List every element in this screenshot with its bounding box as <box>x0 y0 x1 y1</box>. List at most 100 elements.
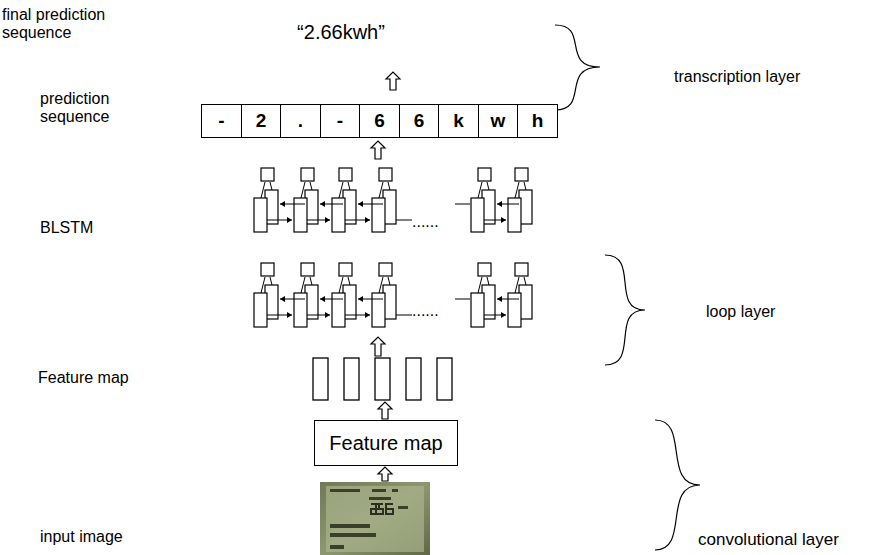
link <box>388 182 390 190</box>
label: transcription layer <box>674 68 874 86</box>
sequence-cell: 2 <box>241 104 282 138</box>
sequence-cell: w <box>478 104 519 138</box>
layer-braces <box>555 25 700 550</box>
up-arrow <box>378 467 392 481</box>
output-cell <box>301 263 314 276</box>
lstm-cell <box>372 293 385 327</box>
arrowhead <box>280 201 285 207</box>
sequence-cell: - <box>320 104 361 138</box>
lstm-cell <box>254 293 267 327</box>
lstm-cell <box>294 293 307 327</box>
link <box>301 182 305 198</box>
lstm-cell <box>332 293 345 327</box>
up-arrow <box>386 72 400 90</box>
output-cell <box>379 168 392 181</box>
output-cell <box>261 263 274 276</box>
lstm-cell <box>254 198 267 232</box>
link <box>487 277 489 285</box>
output-cell <box>379 263 392 276</box>
arrowhead <box>365 312 370 318</box>
arrowhead <box>287 312 292 318</box>
arrowhead <box>320 201 325 207</box>
arrowhead <box>325 312 330 318</box>
lstm-cell <box>508 293 521 327</box>
sequence-cell: h <box>517 104 558 138</box>
arrowhead <box>320 296 325 302</box>
node-text: k <box>453 110 464 132</box>
output-cell <box>261 168 274 181</box>
link <box>379 277 383 293</box>
lstm-cell <box>332 198 345 232</box>
link <box>515 277 519 293</box>
output-cell <box>478 263 491 276</box>
link <box>301 277 305 293</box>
link <box>270 277 272 285</box>
arrowhead <box>287 217 292 223</box>
link <box>379 182 383 198</box>
sequence-cell: 6 <box>359 104 400 138</box>
output-cell <box>478 168 491 181</box>
arrowhead <box>325 217 330 223</box>
node-text: Feature map <box>329 432 442 455</box>
arrowhead <box>280 296 285 302</box>
sequence-cell: - <box>201 104 242 138</box>
link <box>348 182 350 190</box>
arrowhead <box>358 296 363 302</box>
link <box>310 182 312 190</box>
feature-map-box: Feature map <box>314 420 458 466</box>
node-text: - <box>337 110 343 132</box>
node-text: - <box>218 110 224 132</box>
node-text: h <box>532 110 544 132</box>
link <box>348 277 350 285</box>
lstm-cell <box>471 293 484 327</box>
blstm-cells <box>254 168 532 327</box>
label: convolutional layer <box>698 530 884 550</box>
arrowhead <box>501 217 506 223</box>
link <box>524 182 526 190</box>
link <box>478 277 482 293</box>
link <box>270 182 272 190</box>
up-arrow <box>371 141 385 159</box>
label: loop layer <box>706 303 856 321</box>
arrowhead <box>358 201 363 207</box>
link <box>455 204 470 205</box>
brace <box>555 25 600 110</box>
up-arrow <box>378 402 392 419</box>
lstm-cell <box>294 198 307 232</box>
link <box>487 182 489 190</box>
output-cell <box>515 168 528 181</box>
output-cell <box>301 168 314 181</box>
label: ...... <box>412 213 462 231</box>
output-cell <box>339 168 352 181</box>
link <box>388 277 390 285</box>
sequence-cell: k <box>438 104 479 138</box>
link <box>261 182 265 198</box>
sequence-cell: 6 <box>399 104 440 138</box>
brace <box>655 420 700 550</box>
node-text: 2 <box>256 110 267 132</box>
arrowhead <box>365 217 370 223</box>
label: “2.66kwh” <box>286 21 396 44</box>
output-cell <box>339 263 352 276</box>
link <box>455 299 470 300</box>
label: prediction sequence <box>40 90 140 127</box>
brace <box>605 255 645 365</box>
node-text: w <box>491 110 506 132</box>
label: BLSTM <box>40 219 140 237</box>
node-text: . <box>298 110 303 132</box>
label: Feature map <box>38 369 188 387</box>
feature-columns <box>313 358 452 400</box>
link <box>478 182 482 198</box>
up-arrow <box>371 337 385 356</box>
link <box>339 182 343 198</box>
link <box>310 277 312 285</box>
label: ...... <box>412 302 462 320</box>
lstm-cell <box>508 198 521 232</box>
node-text: 6 <box>414 110 425 132</box>
arrowhead <box>497 296 502 302</box>
label: input image <box>40 528 190 546</box>
link <box>396 220 412 221</box>
link <box>515 182 519 198</box>
arrowhead <box>501 312 506 318</box>
lstm-cell <box>471 198 484 232</box>
